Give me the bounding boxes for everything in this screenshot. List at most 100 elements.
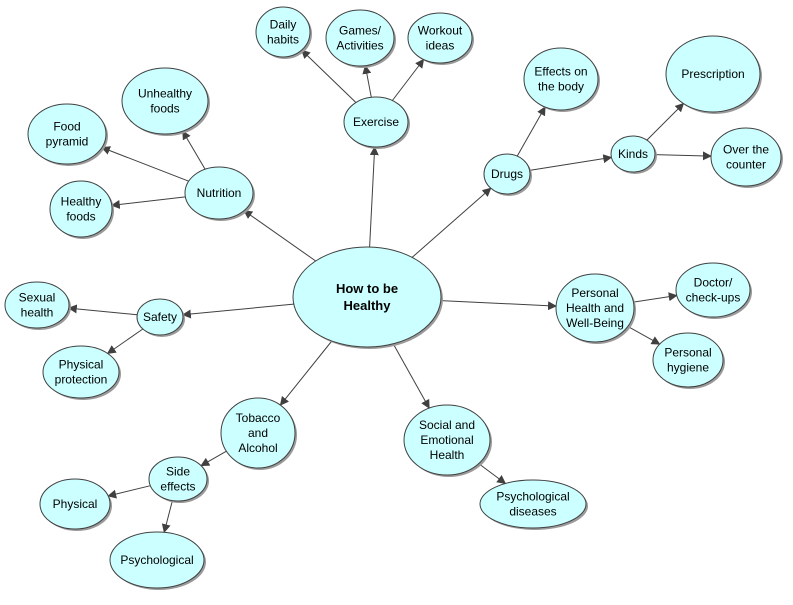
edge-safety-to-sexual-health (67, 304, 138, 316)
node-label: and (248, 426, 268, 440)
node-label: foods (150, 102, 179, 116)
node-label: pyramid (46, 135, 89, 149)
node-label: Personal (664, 346, 711, 360)
node-ellipse (220, 397, 296, 469)
node-label: How to be (336, 281, 398, 296)
edge-center-to-social-emotional (392, 343, 430, 409)
node-label: Kinds (618, 147, 648, 161)
edge-center-to-drugs (411, 187, 492, 258)
node-label: Physical (53, 497, 98, 511)
node-label: Emotional (420, 433, 473, 447)
node-label: Drugs (491, 167, 523, 181)
node-ellipse (109, 531, 205, 589)
node-ellipse (610, 135, 656, 173)
node-drugs: Drugs (483, 153, 532, 196)
node-ellipse (555, 273, 635, 343)
node-label: Daily (270, 18, 297, 32)
node-label: Social and (419, 418, 475, 432)
node-label: Activities (336, 39, 383, 53)
node-label: Personal (571, 286, 618, 300)
node-ellipse (343, 96, 409, 148)
node-ellipse (292, 246, 442, 348)
node-ellipse (665, 35, 761, 113)
node-label: effects (160, 480, 195, 494)
node-ellipse (49, 180, 113, 238)
node-label: Physical (59, 358, 104, 372)
node-label: Unhealthy (138, 87, 192, 101)
edge-nutrition-to-healthy-foods (110, 196, 186, 209)
node-ellipse (403, 404, 491, 476)
node-label: habits (267, 33, 299, 47)
node-label: Games/ (339, 24, 382, 38)
node-label: Health (430, 448, 465, 462)
node-ellipse (184, 166, 254, 220)
node-ellipse (483, 153, 531, 195)
edge-drugs-to-effects-on-body (516, 106, 546, 157)
edge-nutrition-to-unhealthy-foods (182, 130, 206, 170)
node-ellipse (675, 262, 751, 318)
node-label: check-ups (686, 291, 741, 305)
node-exercise: Exercise (343, 96, 410, 149)
edge-drugs-to-kinds (529, 154, 613, 171)
node-ellipse (523, 47, 599, 111)
node-ellipse (39, 478, 111, 530)
edge-exercise-to-games-activities (362, 64, 372, 98)
edge-personal-health-to-doctor-checkups (633, 292, 678, 303)
node-safety: Safety (136, 298, 185, 337)
edge-center-to-tobacco-alcohol (279, 340, 333, 406)
node-ellipse (652, 332, 724, 388)
node-label: Doctor/ (694, 276, 733, 290)
node-center: How to be Healthy (292, 246, 443, 349)
node-ellipse (136, 298, 184, 336)
edge-social-emotional-to-psychological-diseases (478, 463, 507, 485)
edge-personal-health-to-personal-hygiene (627, 325, 661, 345)
edge-side-effects-to-psychological (161, 500, 173, 534)
node-label: Well-Being (566, 316, 624, 330)
edge-safety-to-physical-protection (106, 328, 144, 355)
edge-kinds-to-prescription (646, 102, 685, 141)
edge-center-to-nutrition (243, 210, 316, 262)
node-label: Sexual (19, 291, 56, 305)
node-label: Food (53, 120, 80, 134)
node-label: Healthy (61, 195, 102, 209)
edges-layer (67, 49, 712, 534)
edge-nutrition-to-food-pyramid (100, 146, 189, 182)
node-ellipse (42, 345, 120, 399)
edge-side-effects-to-physical (107, 485, 151, 499)
node-ellipse (27, 103, 107, 165)
node-ellipse (4, 281, 70, 329)
node-label: Side (166, 465, 190, 479)
node-kinds: Kinds (610, 135, 657, 174)
node-label: ideas (426, 39, 455, 53)
edge-kinds-to-over-the-counter (654, 151, 712, 161)
node-label: Alcohol (238, 441, 277, 455)
node-label: protection (55, 373, 108, 387)
edge-exercise-to-daily-habits (301, 49, 357, 103)
node-label: counter (726, 158, 766, 172)
node-ellipse (479, 479, 587, 529)
node-physical: Physical (39, 478, 112, 531)
node-label: the body (538, 80, 584, 94)
node-label: Tobacco (236, 411, 281, 425)
node-ellipse (407, 12, 473, 64)
node-ellipse (255, 6, 311, 58)
node-label: Prescription (681, 67, 744, 81)
edge-center-to-personal-health (440, 300, 557, 311)
edge-center-to-exercise (369, 146, 379, 248)
node-label: Exercise (353, 115, 399, 129)
node-label: Workout (418, 24, 463, 38)
node-label: Healthy (344, 298, 392, 313)
